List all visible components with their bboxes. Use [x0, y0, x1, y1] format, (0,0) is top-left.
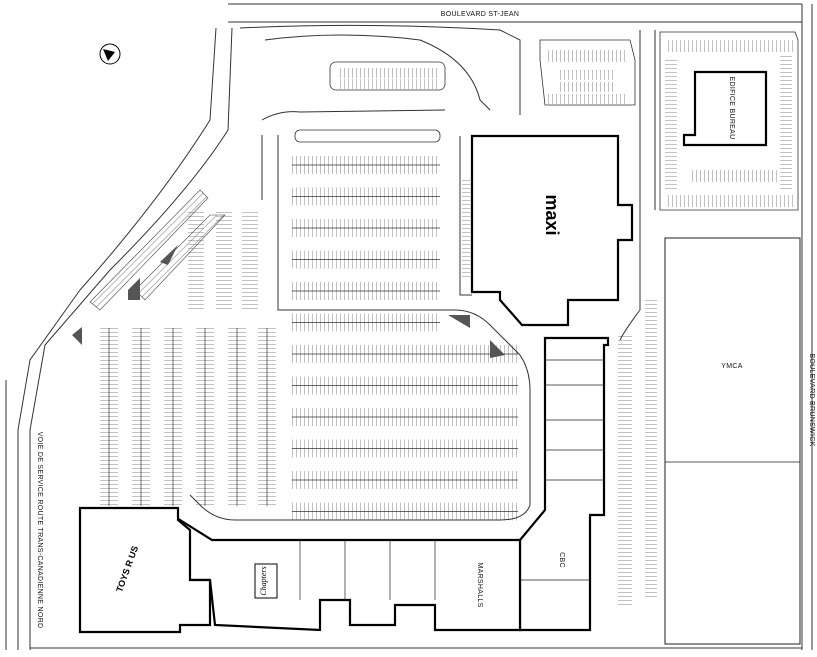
- parking-row: [292, 282, 440, 300]
- maxi-logo: maxi: [542, 194, 562, 235]
- parking-rows-west: [100, 210, 276, 506]
- ymca-label: YMCA: [721, 363, 742, 370]
- parking-row: [292, 502, 518, 521]
- parking-column: [164, 328, 182, 506]
- mall-inline-shops: CBC: [518, 336, 610, 632]
- parking-east-column: [618, 300, 657, 605]
- parking-diagonal-highway: [89, 189, 226, 311]
- toys-building: TOYS R US: [78, 506, 212, 634]
- parking-top-strip: [329, 61, 446, 91]
- chapters-logo-box: [254, 563, 278, 599]
- parking-row: [292, 313, 440, 332]
- parking-column: [100, 328, 118, 506]
- parking-column-upper: [242, 210, 258, 310]
- main-parking-field: [189, 129, 531, 521]
- parking-column: [228, 328, 246, 506]
- hatched-islands: [72, 245, 505, 358]
- parking-small-lot: [539, 39, 636, 106]
- north-arrow-icon: [99, 43, 121, 65]
- office-building: EDIFICE BUREAU: [682, 70, 768, 147]
- parking-row: [292, 156, 440, 174]
- maxi-west-loading: [459, 136, 472, 296]
- parking-row: [292, 250, 440, 269]
- street-label-east: BOULEVARD BRUNSWICK: [808, 353, 815, 446]
- cbc-label: CBC: [558, 552, 565, 568]
- mall-south: MARSHALLS Chapters: [178, 518, 522, 632]
- marshalls-label: MARSHALLS: [476, 562, 483, 607]
- parking-row: [292, 187, 440, 206]
- parking-row: [292, 471, 518, 489]
- chapters-label: Chapters: [259, 566, 268, 595]
- maxi-building: maxi: [470, 134, 634, 327]
- parking-column: [196, 328, 214, 506]
- parking-column: [258, 328, 276, 506]
- road-boulevard-st-jean: [228, 3, 802, 23]
- parking-row: [292, 219, 440, 237]
- street-label-north: BOULEVARD ST-JEAN: [441, 11, 520, 18]
- parking-row: [292, 439, 518, 458]
- parking-row: [292, 408, 518, 426]
- parking-row: [292, 345, 518, 363]
- ymca-building: YMCA: [664, 237, 801, 645]
- parking-row: [292, 376, 518, 395]
- parking-rows-center: [292, 156, 518, 521]
- road-boulevard-brunswick: [801, 4, 813, 650]
- parking-column: [132, 328, 150, 506]
- parking-column-upper: [216, 210, 232, 310]
- road-trans-canadienne: [5, 27, 233, 650]
- office-label: EDIFICE BUREAU: [728, 77, 735, 140]
- street-label-west: VOIE DE SERVICE ROUTE TRANS-CANADIENNE N…: [36, 432, 43, 629]
